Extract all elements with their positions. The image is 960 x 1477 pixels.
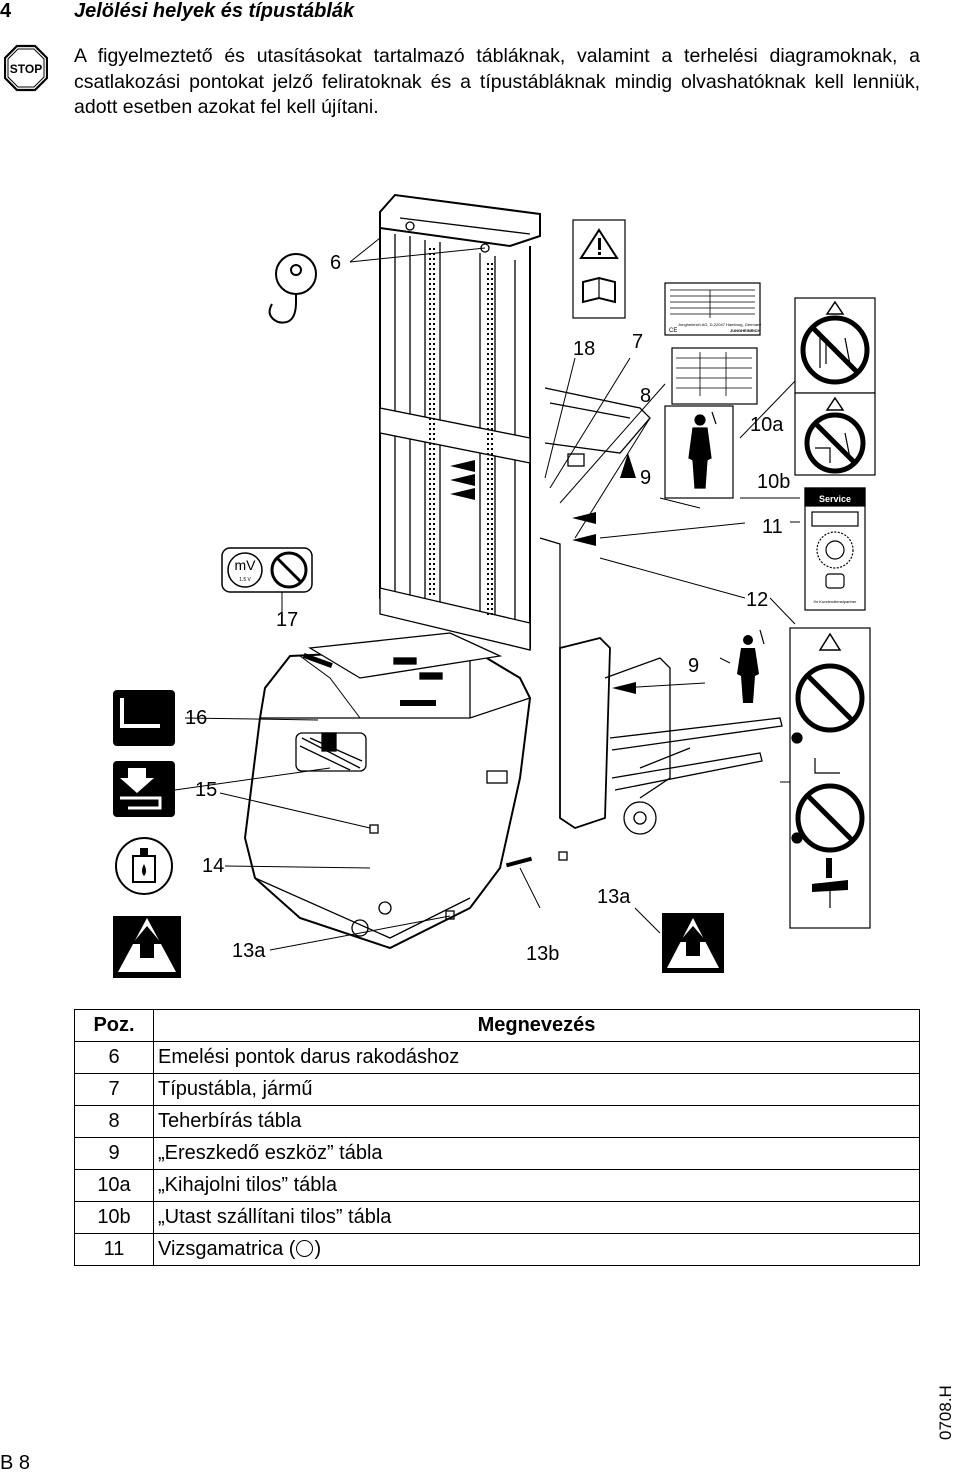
- legend-pos: 10a: [74, 1169, 154, 1202]
- descent-device-plate: [664, 405, 734, 499]
- legend-pos: 7: [74, 1073, 154, 1106]
- callout-16: 16: [185, 707, 207, 729]
- no-lean-out-plate: [794, 297, 876, 394]
- callout-11: 11: [762, 516, 783, 538]
- legend-row: 10a „Kihajolni tilos” tábla: [74, 1169, 920, 1202]
- warning-manual-plate: [572, 219, 626, 319]
- legend-pos: 10b: [74, 1201, 154, 1234]
- legend-header-pos: Poz.: [74, 1009, 154, 1042]
- legend-name: Vizsgamatrica (): [153, 1233, 920, 1266]
- stop-sign-icon: STOP: [4, 44, 48, 92]
- svg-text:Service: Service: [819, 494, 851, 504]
- right-lifting-point-plate: [662, 913, 724, 973]
- load-capacity-plate: [671, 347, 758, 405]
- callout-13a-right: 13a: [597, 886, 631, 908]
- intro-paragraph: A figyelmeztető és utasításokat tartalma…: [74, 45, 920, 118]
- legend-name: „Ereszkedő eszköz” tábla: [153, 1137, 920, 1170]
- stop-sign-text: STOP: [10, 62, 42, 76]
- callout-14: 14: [202, 855, 224, 877]
- svg-text:JUNGHEINRICH: JUNGHEINRICH: [730, 328, 761, 333]
- circle-icon: [296, 1240, 314, 1257]
- legend-name-part: ): [314, 1238, 322, 1260]
- descent-device-plate-bottom: [737, 629, 765, 703]
- svg-text:mV: mV: [235, 557, 257, 573]
- legend-name-part: Vizsgamatrica (: [158, 1238, 296, 1260]
- callout-13b: 13b: [526, 943, 559, 965]
- callout-9-top: 9: [640, 467, 651, 489]
- section-number: 4: [0, 0, 12, 22]
- callout-15: 15: [195, 779, 217, 801]
- legend-pos: 11: [74, 1233, 154, 1266]
- callout-17: 17: [276, 609, 298, 631]
- hand-warning-icon: [812, 858, 848, 892]
- left-symbol-plates: [113, 690, 181, 978]
- right-prohibition-plates: [789, 627, 871, 929]
- no-passenger-plate: [794, 392, 876, 476]
- legend-header-row: Poz. Megnevezés: [74, 1009, 920, 1042]
- callout-7: 7: [632, 331, 643, 353]
- svg-text:Ihr Kundendienstpartner: Ihr Kundendienstpartner: [814, 599, 858, 604]
- callout-18: 18: [573, 338, 595, 360]
- legend-pos: 6: [74, 1041, 154, 1074]
- battery-voltage-plate: mV 1.5 V: [221, 547, 313, 593]
- callout-10a: 10a: [750, 414, 784, 436]
- legend-row: 11 Vizsgamatrica (): [74, 1233, 920, 1266]
- legend-table: Poz. Megnevezés 6 Emelési pontok darus r…: [74, 1009, 920, 1266]
- service-sticker: Service Ihr Kundendienstpartner: [804, 487, 866, 611]
- legend-pos: 8: [74, 1105, 154, 1138]
- legend-row: 7 Típustábla, jármű: [74, 1073, 920, 1106]
- legend-row: 8 Teherbírás tábla: [74, 1105, 920, 1138]
- legend-row: 10b „Utast szállítani tilos” tábla: [74, 1201, 920, 1234]
- section-title: Jelölési helyek és típustáblák: [74, 0, 355, 22]
- legend-name: „Kihajolni tilos” tábla: [153, 1169, 920, 1202]
- truck-figure: Jungheinrich AG, D-22047 Hamburg, German…: [113, 193, 876, 978]
- legend-name: Típustábla, jármű: [153, 1073, 920, 1106]
- legend-pos: 9: [74, 1137, 154, 1170]
- callout-8: 8: [640, 385, 651, 407]
- callout-12: 12: [746, 589, 768, 611]
- legend-row: 6 Emelési pontok darus rakodáshoz: [74, 1041, 920, 1074]
- legend-name: „Utast szállítani tilos” tábla: [153, 1201, 920, 1234]
- svg-text:Jungheinrich AG, D-22047 Hambu: Jungheinrich AG, D-22047 Hamburg, German…: [678, 322, 761, 327]
- legend-row: 9 „Ereszkedő eszköz” tábla: [74, 1137, 920, 1170]
- type-plate: Jungheinrich AG, D-22047 Hamburg, German…: [664, 282, 761, 336]
- crane-hook-icon: [268, 253, 317, 324]
- svg-text:CE: CE: [669, 328, 677, 334]
- callout-6: 6: [330, 252, 341, 274]
- callout-13a-left: 13a: [232, 940, 266, 962]
- document-code: 0708.H: [936, 1385, 955, 1440]
- legend-header-name: Megnevezés: [153, 1009, 920, 1042]
- legend-name: Emelési pontok darus rakodáshoz: [153, 1041, 920, 1074]
- svg-text:1.5 V: 1.5 V: [239, 577, 251, 583]
- callout-9-bottom: 9: [688, 655, 699, 677]
- page-number: B 8: [0, 1452, 31, 1474]
- legend-name: Teherbírás tábla: [153, 1105, 920, 1138]
- callout-10b: 10b: [757, 471, 790, 493]
